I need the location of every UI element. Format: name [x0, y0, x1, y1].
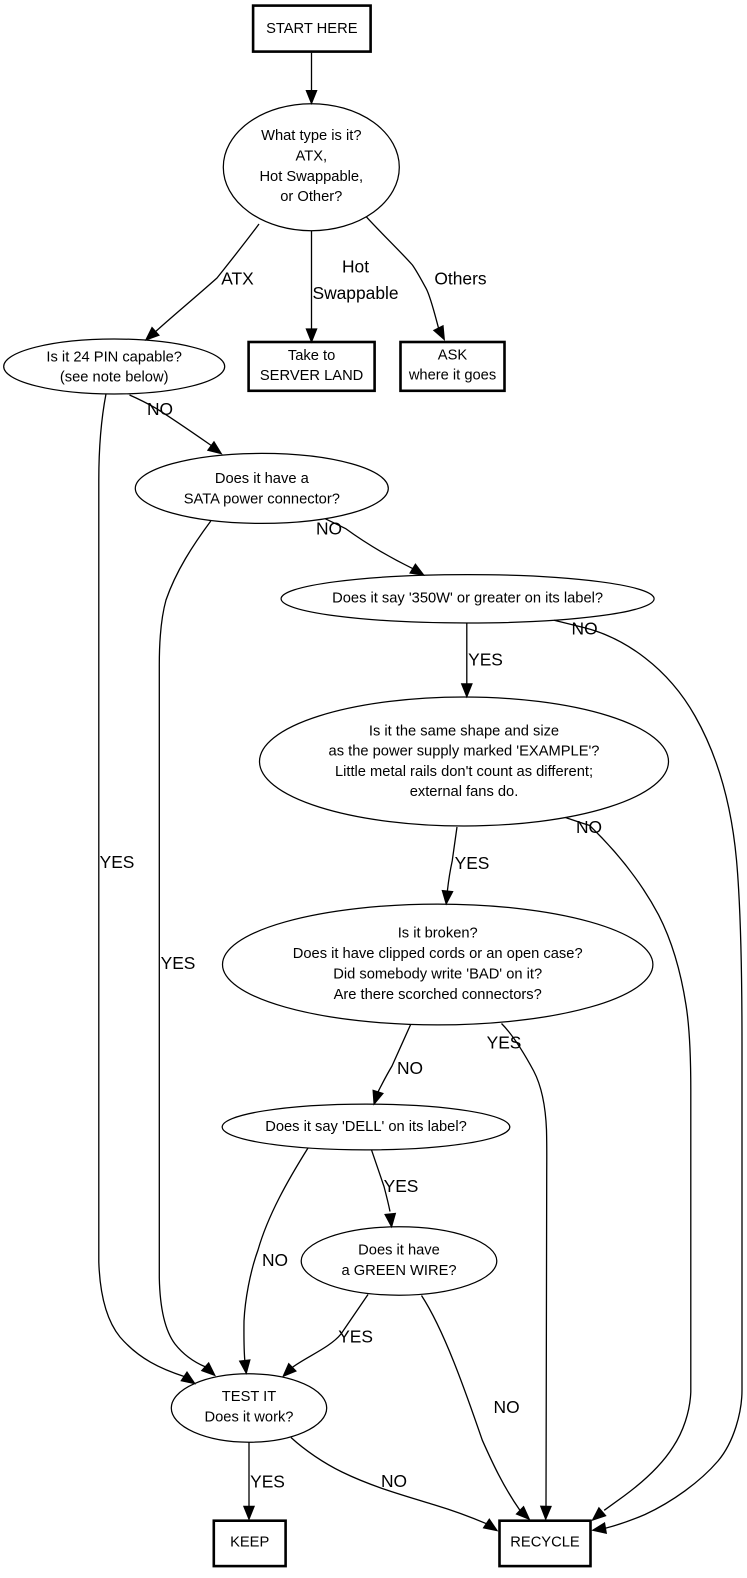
svg-text:Did somebody write 'BAD' on it: Did somebody write 'BAD' on it? — [333, 967, 542, 983]
svg-text:YES: YES — [338, 1326, 373, 1346]
svg-text:YES: YES — [250, 1472, 285, 1492]
svg-text:Does it say '350W' or greater: Does it say '350W' or greater on its lab… — [332, 591, 603, 607]
svg-text:YES: YES — [468, 649, 503, 669]
svg-text:NO: NO — [572, 619, 598, 639]
svg-text:RECYCLE: RECYCLE — [510, 1535, 580, 1551]
svg-text:KEEP: KEEP — [230, 1535, 269, 1551]
svg-text:Does it work?: Does it work? — [205, 1409, 294, 1425]
svg-text:SATA power connector?: SATA power connector? — [184, 492, 340, 508]
svg-text:What type is it?: What type is it? — [261, 128, 361, 144]
svg-text:YES: YES — [100, 852, 135, 872]
svg-text:Is it the same shape and size: Is it the same shape and size — [369, 724, 559, 740]
svg-text:YES: YES — [384, 1176, 419, 1196]
svg-text:Others: Others — [434, 268, 486, 288]
svg-text:Hot Swappable,: Hot Swappable, — [259, 169, 363, 185]
svg-text:ATX: ATX — [221, 269, 254, 289]
svg-text:NO: NO — [316, 519, 342, 539]
svg-text:ASK: ASK — [438, 347, 468, 363]
svg-text:as the power supply marked 'EX: as the power supply marked 'EXAMPLE'? — [329, 744, 600, 760]
svg-text:NO: NO — [147, 399, 173, 419]
svg-text:YES: YES — [487, 1032, 522, 1052]
svg-text:Does it have a: Does it have a — [215, 471, 310, 487]
svg-text:Swappable: Swappable — [312, 283, 398, 303]
svg-text:Little metal rails don't count: Little metal rails don't count as differ… — [335, 764, 593, 780]
svg-text:where it goes: where it goes — [408, 368, 496, 384]
svg-text:YES: YES — [161, 953, 196, 973]
svg-text:TEST IT: TEST IT — [222, 1389, 276, 1405]
svg-text:external fans do.: external fans do. — [410, 784, 519, 800]
svg-text:Are there scorched connectors?: Are there scorched connectors? — [334, 987, 542, 1003]
svg-text:SERVER LAND: SERVER LAND — [260, 368, 363, 384]
svg-text:a GREEN WIRE?: a GREEN WIRE? — [341, 1263, 456, 1279]
svg-text:Does it say 'DELL' on its labe: Does it say 'DELL' on its label? — [265, 1119, 467, 1135]
svg-text:START HERE: START HERE — [266, 21, 358, 37]
svg-text:NO: NO — [576, 817, 602, 837]
svg-text:NO: NO — [397, 1058, 423, 1078]
svg-text:Is it broken?: Is it broken? — [398, 925, 478, 941]
svg-text:Does it have clipped cords or: Does it have clipped cords or an open ca… — [293, 946, 583, 962]
svg-text:NO: NO — [494, 1397, 520, 1417]
svg-text:Hot: Hot — [342, 256, 369, 276]
svg-text:Is it 24 PIN capable?: Is it 24 PIN capable? — [46, 349, 182, 365]
svg-text:YES: YES — [455, 853, 490, 873]
svg-text:(see note below): (see note below) — [60, 370, 169, 386]
svg-text:NO: NO — [262, 1250, 288, 1270]
svg-text:NO: NO — [381, 1471, 407, 1491]
svg-text:Does it have: Does it have — [358, 1243, 440, 1259]
svg-text:or Other?: or Other? — [280, 189, 342, 205]
svg-text:Take to: Take to — [288, 348, 335, 364]
svg-text:ATX,: ATX, — [296, 148, 328, 164]
